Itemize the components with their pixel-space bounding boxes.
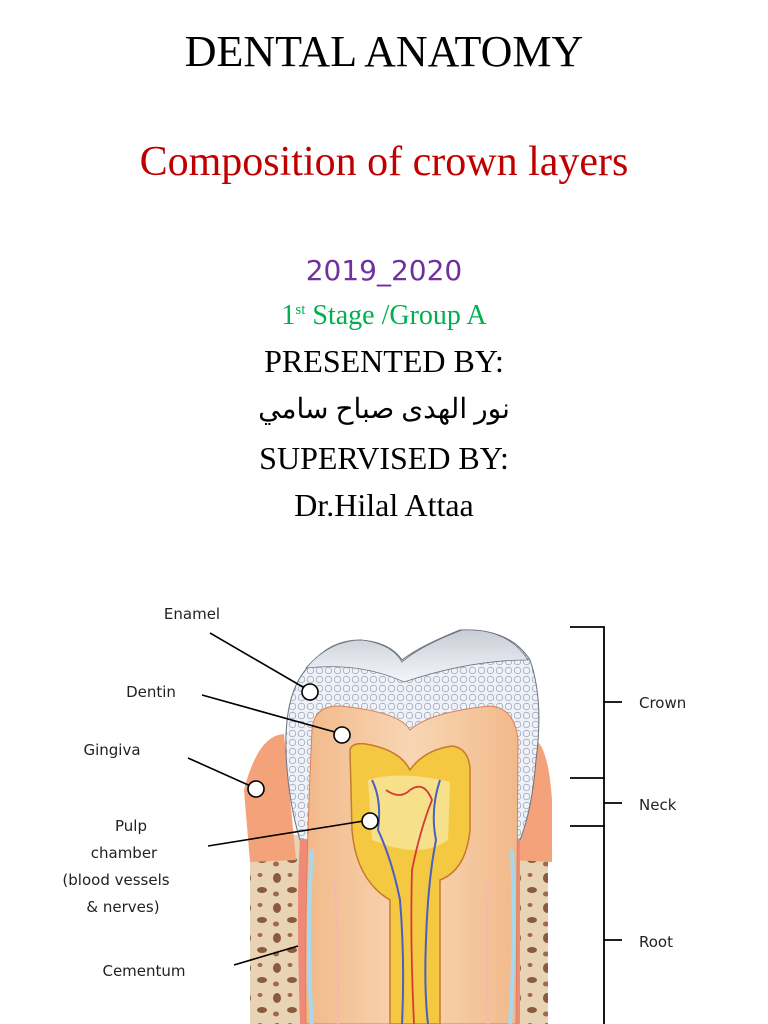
stage-group: 1st Stage /Group A <box>0 300 768 332</box>
cementum-line <box>307 849 314 1024</box>
enamel-marker <box>301 683 319 701</box>
gingiva-marker <box>247 780 265 798</box>
stage-number: 1 <box>281 300 296 331</box>
label-neck: Neck <box>639 796 677 814</box>
label-cementum: Cementum <box>102 962 185 980</box>
cementum-line-right <box>508 849 516 1024</box>
pulp-leader <box>207 819 371 847</box>
tooth-anatomy-diagram: Enamel Dentin Gingiva Pulp chamber (bloo… <box>62 605 686 1024</box>
dentin-leader <box>201 694 343 735</box>
presented-by-label: PRESENTED BY: <box>264 343 504 379</box>
gingiva-leader <box>187 757 256 789</box>
presenter-name: نور الهدى صباح سامي <box>258 394 510 425</box>
label-gingiva: Gingiva <box>83 741 140 759</box>
pulp-marker <box>361 812 379 830</box>
region-bracket <box>570 626 622 1024</box>
subtitle: Composition of crown layers <box>139 139 629 185</box>
blood-vessel-blue <box>371 779 405 1024</box>
label-pulp-line2: chamber <box>91 844 158 862</box>
academic-year: 2019_2020 <box>305 254 463 287</box>
label-pulp-line3: (blood vessels <box>62 871 169 889</box>
supervisor-name: Dr.Hilal Attaa <box>294 487 474 523</box>
label-pulp-line1: Pulp <box>115 817 147 835</box>
enamel-leader <box>209 632 309 691</box>
label-dentin: Dentin <box>126 683 176 701</box>
blood-vessel-red <box>385 785 433 1024</box>
blood-vessel-blue-2 <box>424 779 441 1024</box>
label-pulp-line4: & nerves) <box>86 898 159 916</box>
label-root: Root <box>639 933 673 951</box>
label-enamel: Enamel <box>164 605 220 623</box>
stage-text: Stage /Group A <box>305 300 487 331</box>
stage-ordinal: st <box>295 302 306 318</box>
gingiva-left <box>244 734 296 862</box>
label-crown: Crown <box>639 694 686 712</box>
enamel-top-shine <box>305 629 529 683</box>
dentin-marker <box>333 726 351 744</box>
page-title: DENTAL ANATOMY <box>184 27 584 76</box>
supervised-by-label: SUPERVISED BY: <box>259 440 509 476</box>
cementum-leader <box>233 945 299 966</box>
